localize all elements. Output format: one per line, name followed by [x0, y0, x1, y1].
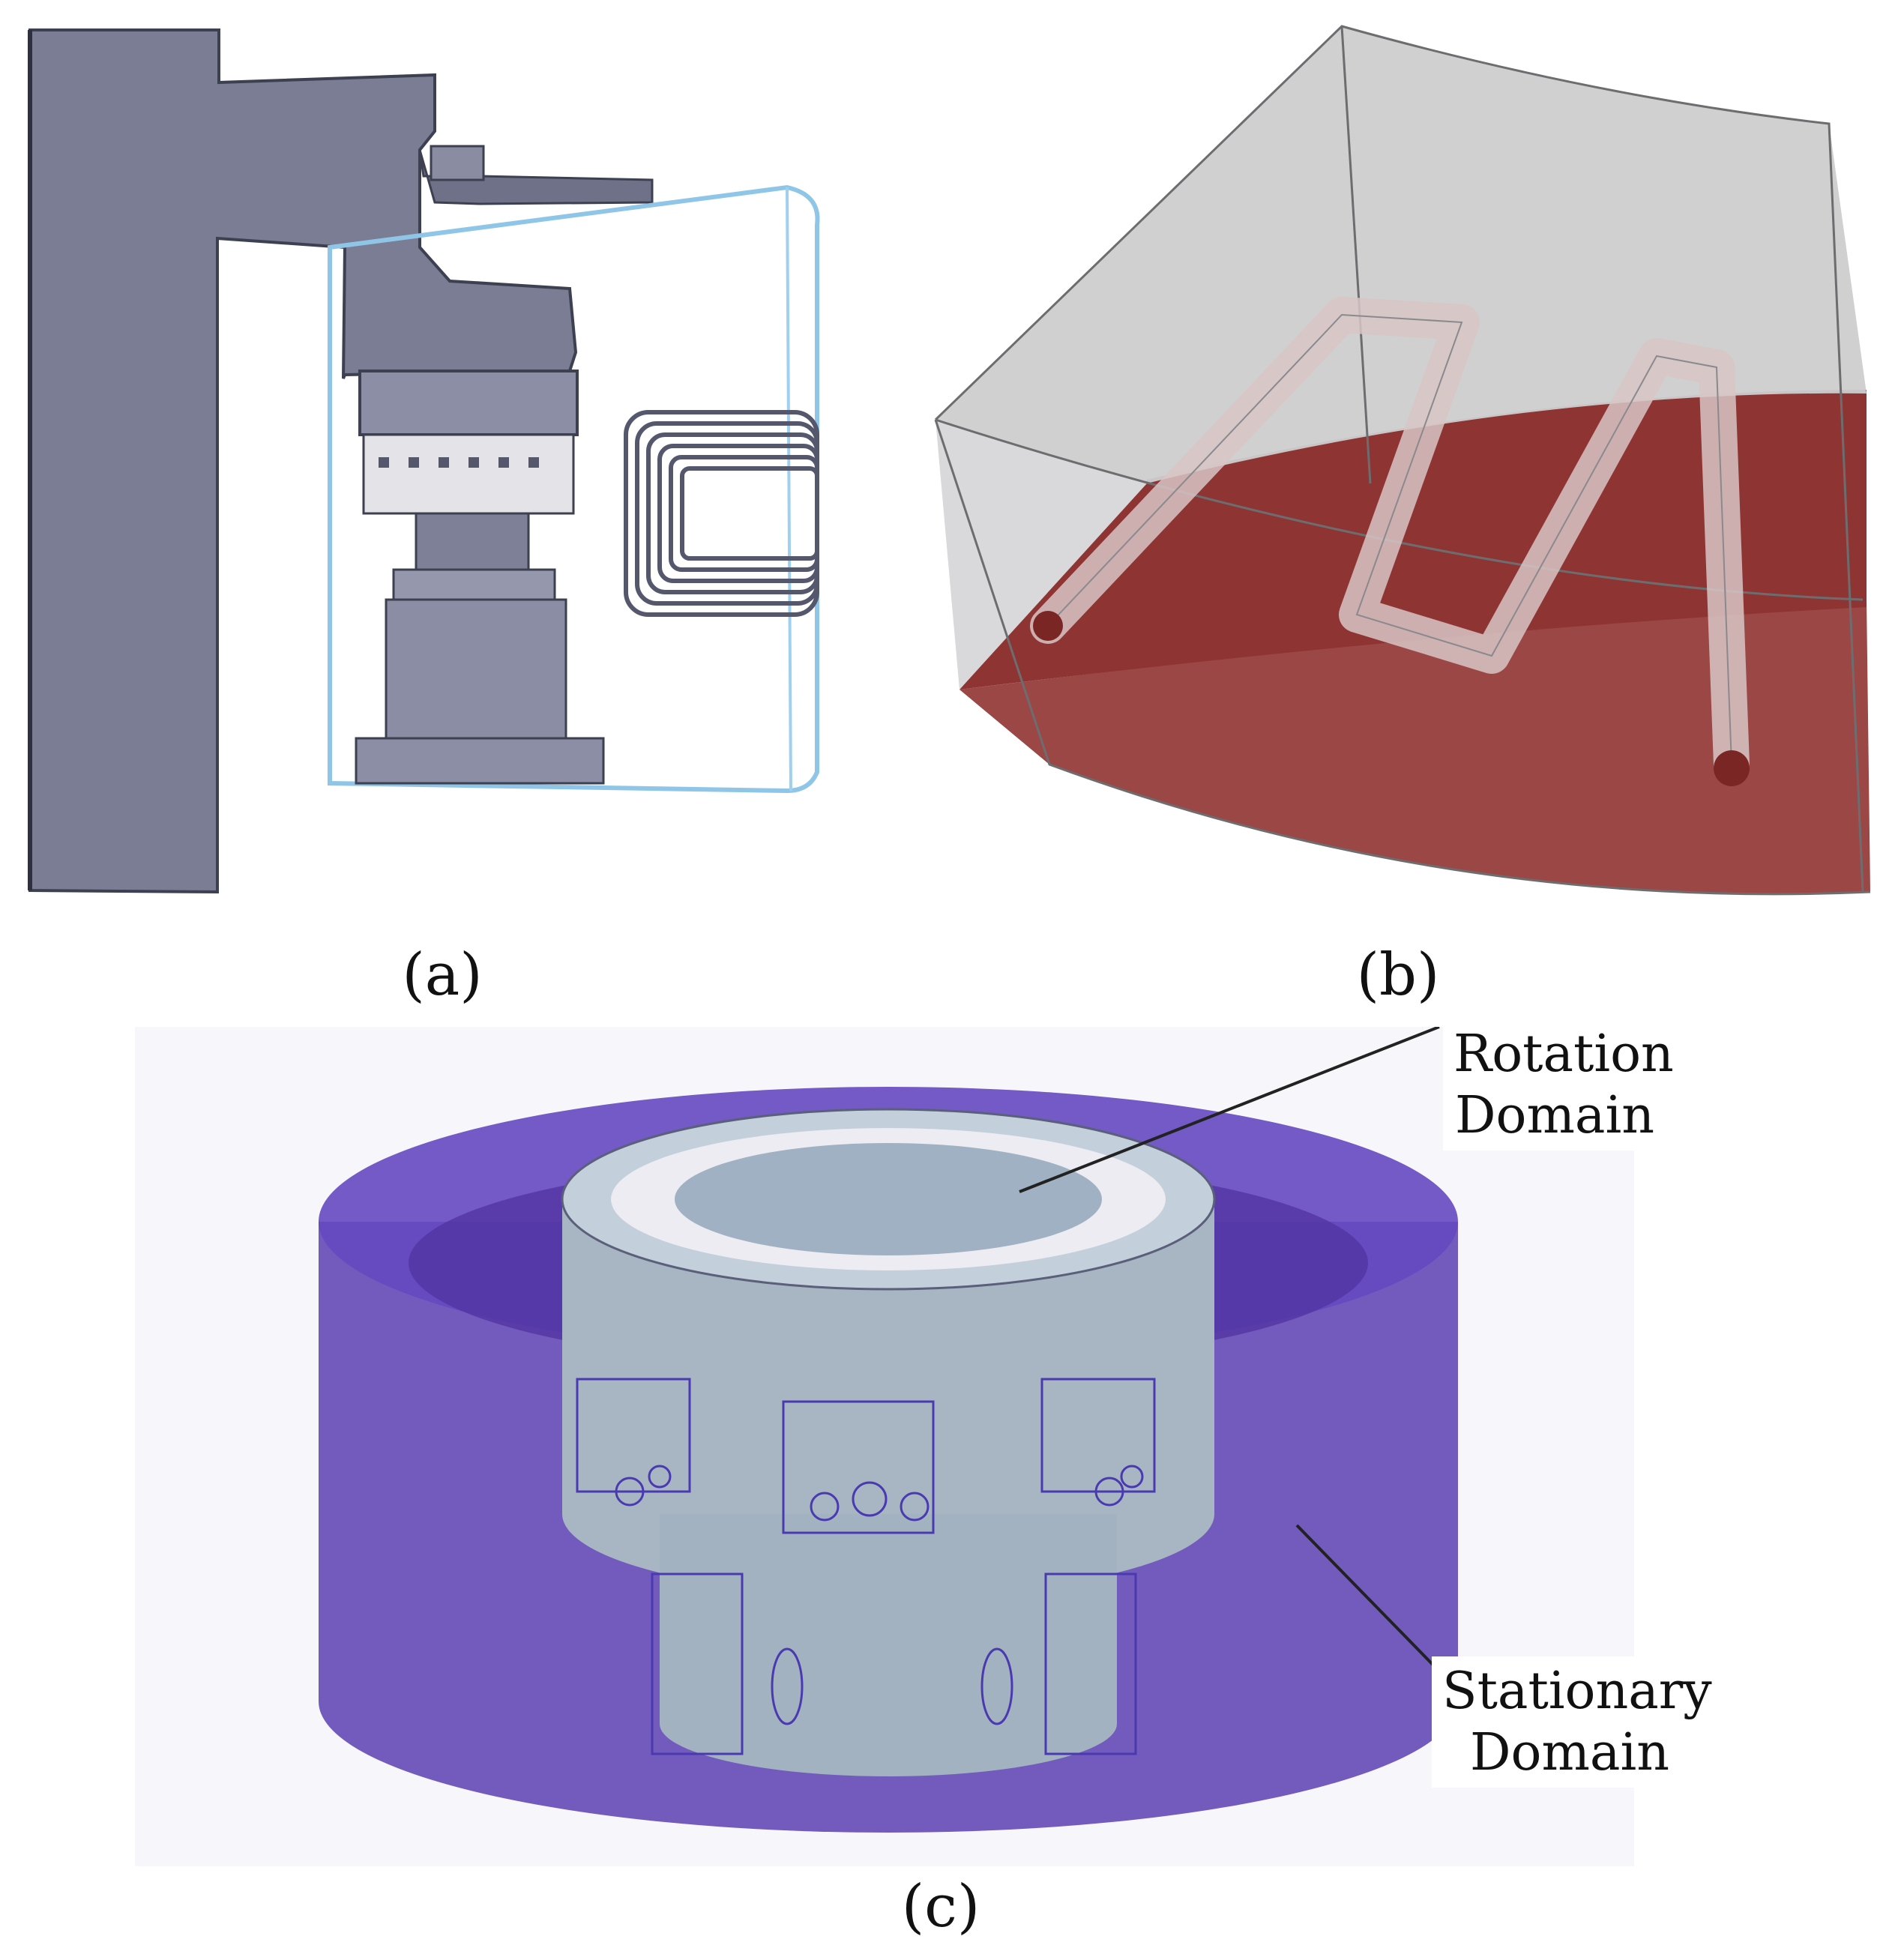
panel-a	[0, 0, 840, 907]
magnet-blocks	[576, 1378, 1156, 1755]
panel-b-channel-model	[934, 25, 1871, 896]
panel-b	[922, 15, 1897, 914]
rotor-bore	[675, 1143, 1102, 1255]
stationary-domain-line1: Stationary	[1442, 1662, 1712, 1721]
rotor-lower	[660, 1514, 1117, 1776]
flange	[362, 433, 575, 515]
gray-left	[936, 420, 1147, 690]
shaft	[415, 512, 530, 575]
arm-clamp	[430, 145, 485, 181]
caption-a: (a)	[402, 941, 483, 1009]
flange-holes	[379, 457, 539, 468]
stationary-leader	[1295, 1524, 1448, 1680]
rotation-leader	[1019, 1027, 1440, 1193]
red-lower	[959, 600, 1870, 894]
motor-body	[385, 598, 567, 744]
rotation-domain-line2: Domain	[1454, 1085, 1655, 1145]
stationary-domain-line2: Domain	[1469, 1722, 1670, 1782]
motor-top	[392, 568, 556, 605]
panel-a-cad-drawing	[28, 28, 820, 894]
stationary-domain-label: Stationary Domain	[1432, 1656, 1712, 1788]
panel-c	[135, 1027, 1634, 1866]
coil	[624, 410, 819, 617]
head-block	[358, 370, 579, 436]
caption-c: (c)	[901, 1873, 980, 1941]
tube-inlet	[1033, 611, 1063, 641]
rotation-domain-line1: Rotation	[1453, 1025, 1674, 1084]
caption-b: (b)	[1356, 941, 1440, 1009]
panel-c-domain-model	[135, 1027, 1634, 1866]
frame-body	[28, 28, 578, 894]
base-plate	[355, 737, 605, 785]
magnet-holes	[615, 1465, 1144, 1725]
rotation-domain-label: Rotation Domain	[1443, 1019, 1674, 1151]
red-upper	[959, 390, 1867, 690]
rotor-upper	[562, 1199, 1214, 1596]
tube-outlet	[1714, 750, 1750, 786]
